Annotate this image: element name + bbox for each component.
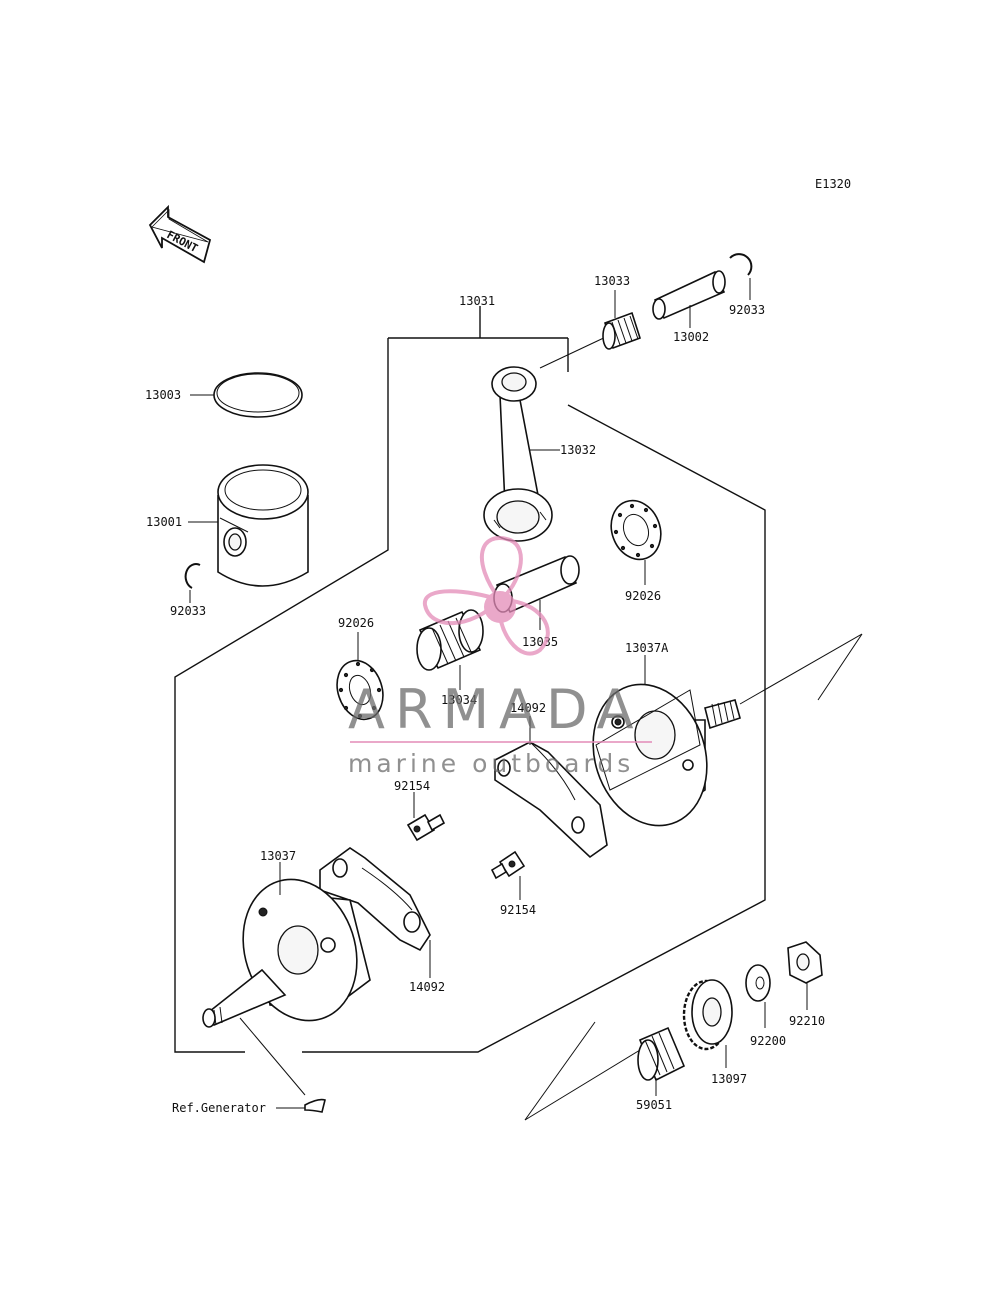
thrust-washer-left	[336, 659, 384, 721]
ref-generator-label: Ref.Generator	[172, 1101, 266, 1115]
armada-watermark: ARMADA marine outboards	[348, 536, 652, 778]
crankshaft-half-left	[202, 878, 371, 1028]
small-end-bearing	[602, 311, 641, 350]
crankshaft-half-right	[592, 683, 741, 827]
piston-ring	[213, 372, 303, 418]
label-13034: 13034	[441, 693, 477, 707]
connecting-rod	[483, 366, 553, 542]
label-59051: 59051	[636, 1098, 672, 1112]
drive-gear	[682, 979, 733, 1051]
woodruff-key	[304, 1098, 326, 1113]
label-13037A: 13037A	[625, 641, 669, 655]
label-13035: 13035	[522, 635, 558, 649]
propeller-logo-icon	[422, 536, 550, 656]
watermark-brand: ARMADA	[348, 678, 644, 741]
gear-nut	[787, 941, 823, 984]
label-13032: 13032	[560, 443, 596, 457]
circlip-top	[729, 253, 753, 276]
big-end-bearing	[416, 609, 484, 671]
thrust-washer-right	[610, 499, 662, 561]
label-92026-right: 92026	[625, 589, 661, 603]
label-92154-top: 92154	[394, 779, 430, 793]
label-92026-left: 92026	[338, 616, 374, 630]
label-13002: 13002	[673, 330, 709, 344]
circlip-left	[184, 563, 201, 589]
label-13033: 13033	[594, 274, 630, 288]
label-13003: 13003	[145, 388, 181, 402]
label-92210: 92210	[789, 1014, 825, 1028]
piston	[217, 464, 309, 587]
counterweight-bottom	[319, 847, 431, 952]
diagram-code: E1320	[815, 177, 851, 191]
label-13001: 13001	[146, 515, 182, 529]
label-13037: 13037	[260, 849, 296, 863]
label-13097: 13097	[711, 1072, 747, 1086]
gear-washer	[745, 964, 771, 1002]
label-92154-bottom: 92154	[500, 903, 536, 917]
bolt-top	[406, 813, 446, 842]
label-92033-left: 92033	[170, 604, 206, 618]
bolt-bottom	[490, 850, 526, 880]
label-14092-top: 14092	[510, 701, 546, 715]
label-92200: 92200	[750, 1034, 786, 1048]
watermark-tagline: marine outboards	[348, 749, 634, 778]
label-13031: 13031	[459, 294, 495, 308]
label-92033-top: 92033	[729, 303, 765, 317]
label-14092-bottom: 14092	[409, 980, 445, 994]
piston-pin	[652, 270, 726, 320]
front-arrow-icon: FRONT	[148, 204, 212, 264]
gear-needle-bearing	[637, 1026, 686, 1082]
counterweight-top	[494, 741, 608, 859]
